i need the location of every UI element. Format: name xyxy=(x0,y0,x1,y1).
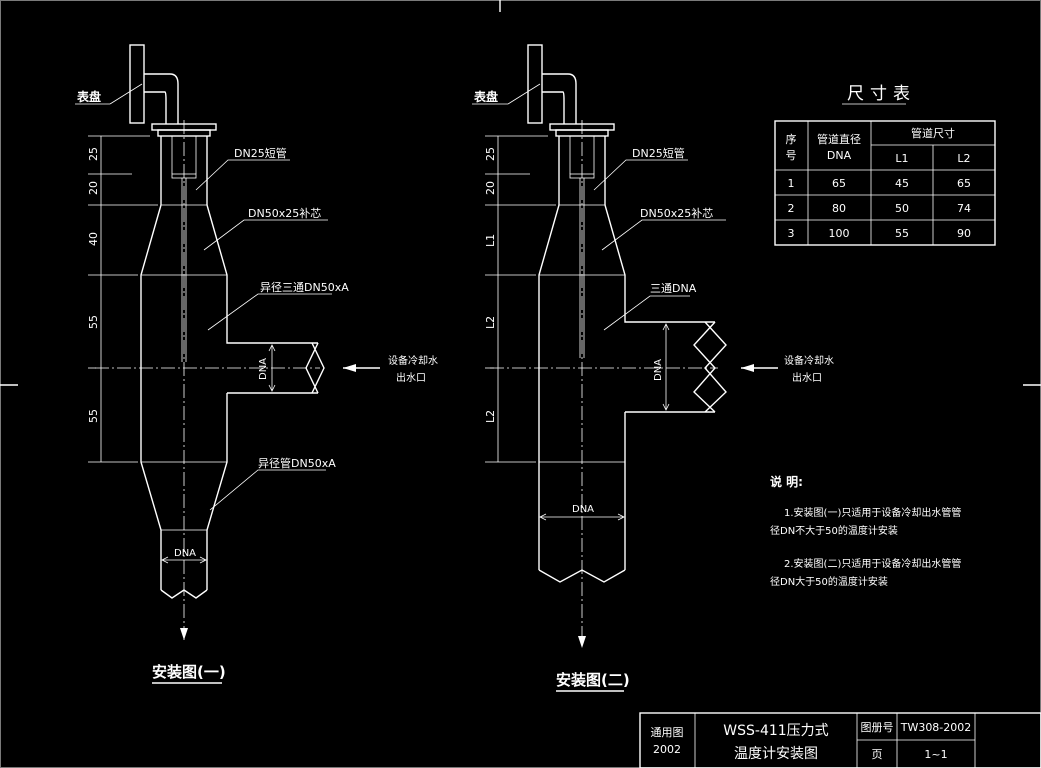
size-table-header-dia-1: 管道直径 xyxy=(817,132,861,146)
fig1-callout-short-pipe: DN25短管 xyxy=(234,146,287,160)
row-l2: 65 xyxy=(957,177,971,190)
fig2-callout-reducer: DN50x25补芯 xyxy=(640,206,713,220)
size-table-row: 1 65 45 65 xyxy=(788,177,972,190)
fig1-dim-3: 40 xyxy=(87,232,100,246)
row-l1: 50 xyxy=(895,202,909,215)
fig2-dim-1: 25 xyxy=(484,147,497,161)
size-table-row: 3 100 55 90 xyxy=(788,227,972,240)
size-table-header-l1: L1 xyxy=(895,152,908,165)
fig1-dim-1: 25 xyxy=(87,147,100,161)
title-block-year: 2002 xyxy=(653,743,681,756)
fig2-dim-dna-side: DNA xyxy=(653,359,664,381)
title-block-atlas-no: TW308-2002 xyxy=(900,721,972,734)
row-l2: 90 xyxy=(957,227,971,240)
fig1-dial-label: 表盘 xyxy=(76,89,101,104)
fig1-dim-5: 55 xyxy=(87,409,100,423)
fig2-outlet-label-2: 出水口 xyxy=(792,371,822,384)
fig2-callout-tee: 三通DNA xyxy=(650,282,697,295)
fig2-dim-2: 20 xyxy=(484,181,497,195)
fig2-dim-5: L2 xyxy=(484,410,497,423)
fig1-callout-reducer: DN50x25补芯 xyxy=(248,206,321,220)
title-block-type: 通用图 xyxy=(651,726,684,739)
row-dna: 80 xyxy=(832,202,846,215)
size-table-row: 2 80 50 74 xyxy=(788,202,972,215)
note-1a: 1.安装图(一)只适用于设备冷却出水管管 xyxy=(784,506,961,519)
figure-1 xyxy=(75,44,380,640)
title-block-key-page: 页 xyxy=(872,748,883,761)
size-table-header-l2: L2 xyxy=(957,152,970,165)
row-no: 1 xyxy=(788,177,795,190)
fig2-caption: 安装图(二) xyxy=(556,671,630,689)
fig1-outlet-label-2: 出水口 xyxy=(396,371,426,384)
fig1-callout-reducer-pipe: 异径管DN50xA xyxy=(258,456,336,470)
note-2b: 径DN大于50的温度计安装 xyxy=(770,575,888,588)
fig2-dim-4: L2 xyxy=(484,316,497,329)
fig2-dial-label: 表盘 xyxy=(473,89,498,104)
row-l2: 74 xyxy=(957,202,971,215)
row-dna: 100 xyxy=(829,227,850,240)
fig2-dim-3: L1 xyxy=(484,234,497,247)
row-no: 3 xyxy=(788,227,795,240)
notes-heading: 说 明: xyxy=(770,474,803,489)
size-table-header-no-2: 号 xyxy=(786,149,797,162)
fig1-dim-dna-side: DNA xyxy=(258,358,269,380)
row-l1: 55 xyxy=(895,227,909,240)
title-block xyxy=(639,712,1041,768)
row-no: 2 xyxy=(788,202,795,215)
size-table xyxy=(774,103,996,246)
fig1-dim-4: 55 xyxy=(87,315,100,329)
fig1-callout-tee: 异径三通DN50xA xyxy=(260,281,349,294)
fig2-outlet-label-1: 设备冷却水 xyxy=(784,354,834,367)
size-table-header-dia-2: DNA xyxy=(827,149,852,162)
row-l1: 45 xyxy=(895,177,909,190)
drawing-title-2: 温度计安装图 xyxy=(734,746,818,762)
note-2a: 2.安装图(二)只适用于设备冷却出水管管 xyxy=(784,557,961,570)
row-dna: 65 xyxy=(832,177,846,190)
fig1-dim-2: 20 xyxy=(87,181,100,195)
title-block-key-atlas: 图册号 xyxy=(861,721,894,734)
size-table-title: 尺寸表 xyxy=(847,84,916,104)
drawing-title-1: WSS-411压力式 xyxy=(723,723,828,739)
fig1-dim-dna-bottom: DNA xyxy=(174,548,196,559)
fig1-caption: 安装图(一) xyxy=(152,663,226,681)
title-block-page-no: 1~1 xyxy=(924,748,947,761)
size-table-header-no-1: 序 xyxy=(786,132,797,146)
fig1-outlet-label-1: 设备冷却水 xyxy=(388,354,438,367)
fig2-dim-dna-bottom: DNA xyxy=(572,504,594,515)
fig2-callout-short-pipe: DN25短管 xyxy=(632,146,685,160)
figure-2 xyxy=(472,44,778,648)
note-1b: 径DN不大于50的温度计安装 xyxy=(770,524,898,537)
size-table-header-size: 管道尺寸 xyxy=(911,126,955,140)
